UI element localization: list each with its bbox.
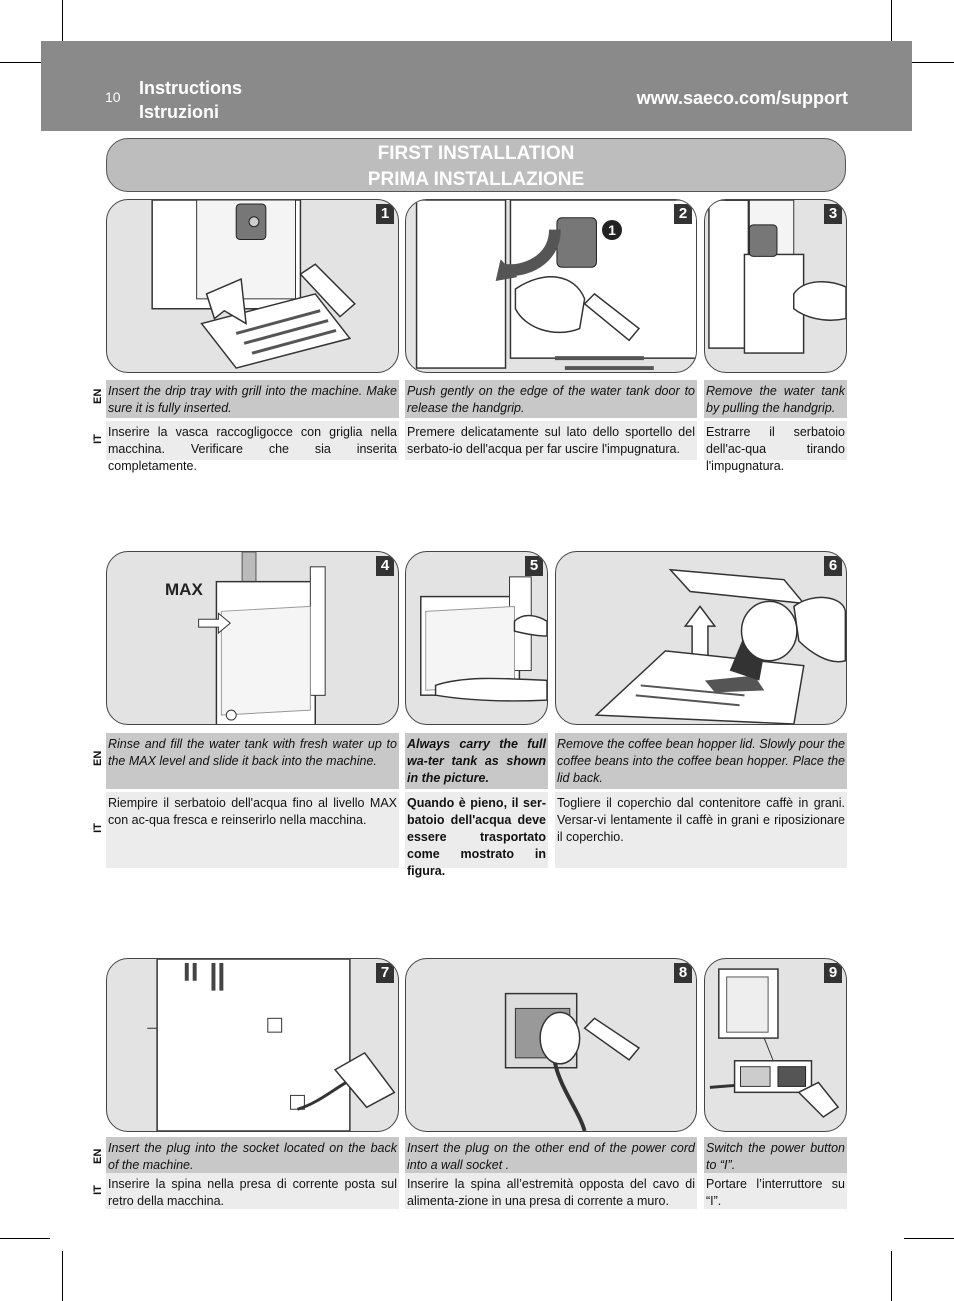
crop-mark (891, 1251, 892, 1301)
step-1-text-it: Inserire la vasca raccogligocce con grig… (106, 421, 399, 473)
step-7-text-en: Insert the plug into the socket located … (106, 1137, 399, 1173)
banner-title-it: PRIMA INSTALLAZIONE (367, 169, 585, 190)
step-number: 2 (674, 204, 692, 224)
crop-mark (62, 0, 63, 50)
step-6-text-it: Togliere il coperchio dal contenitore ca… (555, 792, 847, 868)
step-5-illustration: 5 (405, 551, 548, 725)
crop-mark (62, 1251, 63, 1301)
step-3-illustration: 3 (704, 199, 847, 373)
callout-badge: 1 (602, 220, 622, 240)
step-number: 5 (525, 556, 543, 576)
step-3-text-it: Estrarre il serbatoio dell'ac-qua tirand… (704, 421, 847, 473)
lang-label-en: EN (92, 1148, 104, 1164)
max-label: MAX (165, 580, 203, 599)
crop-mark (0, 62, 50, 63)
step-1-text-en: Insert the drip tray with grill into the… (106, 380, 399, 418)
header-title-en: Instructions (139, 78, 243, 98)
step-8-illustration: 8 (405, 958, 697, 1132)
step-6-text-en: Remove the coffee bean hopper lid. Slowl… (555, 733, 847, 789)
coffee-beans-illustration (594, 568, 846, 724)
support-url[interactable]: www.saeco.com/support (636, 88, 848, 108)
step-7-text-it: Inserire la spina nella presa di corrent… (106, 1173, 399, 1209)
step-5-text-en: Always carry the full wa-ter tank as sho… (405, 733, 548, 789)
lang-label-it: IT (92, 434, 104, 444)
lang-label-en: EN (92, 750, 104, 766)
step-3-text-en: Remove the water tank by pulling the han… (704, 380, 847, 418)
lang-label-en: EN (92, 388, 104, 404)
step-number: 3 (824, 204, 842, 224)
step-number: 4 (376, 556, 394, 576)
page-header: 10 Instructions Istruzioni www.saeco.com… (41, 41, 912, 131)
lang-label-it: IT (92, 1185, 104, 1195)
step-5-text-it: Quando è pieno, il ser-batoio dell'acqua… (405, 792, 548, 878)
banner-title-en: FIRST INSTALLATION (377, 143, 575, 164)
step-9-text-it: Portare l’interruttore su “I”. (704, 1173, 847, 1209)
step-9-text-en: Switch the power button to “I”. (704, 1137, 847, 1173)
step-number: 8 (674, 963, 692, 983)
crop-mark (904, 1238, 954, 1239)
crop-mark (904, 62, 954, 63)
step-6-illustration: 6 (555, 551, 847, 725)
step-4-illustration: MAX 4 (106, 551, 399, 725)
step-8-text-it: Inserire la spina all’estremità opposta … (405, 1173, 697, 1209)
crop-mark (0, 1238, 50, 1239)
step-4-text-en: Rinse and fill the water tank with fresh… (106, 733, 399, 789)
wall-socket-illustration (504, 992, 641, 1131)
step-2-text-it: Premere delicatamente sul lato dello spo… (405, 421, 697, 460)
drip-tray-illustration (151, 200, 356, 369)
step-7-illustration: 7 (106, 958, 399, 1132)
plug-machine-illustration (147, 959, 396, 1131)
step-4-text-it: Riempire il serbatoio dell'acqua fino al… (106, 792, 399, 868)
step-8-text-en: Insert the plug on the other end of the … (405, 1137, 697, 1173)
step-2-illustration: 1 2 (405, 199, 697, 373)
tank-door-illustration (415, 200, 696, 371)
header-title-it: Istruzioni (139, 102, 219, 122)
remove-tank-illustration (708, 200, 846, 354)
carry-tank-illustration (420, 576, 547, 702)
water-tank-illustration (198, 552, 326, 724)
power-switch-illustration (709, 968, 840, 1118)
lang-label-it: IT (92, 823, 104, 833)
step-number: 7 (376, 963, 394, 983)
section-banner: FIRST INSTALLATION PRIMA INSTALLAZIONE (106, 138, 846, 192)
step-1-illustration: 1 (106, 199, 399, 373)
step-number: 1 (376, 204, 394, 224)
step-9-illustration: 9 (704, 958, 847, 1132)
step-2-text-en: Push gently on the edge of the water tan… (405, 380, 697, 418)
crop-mark (891, 0, 892, 50)
step-number: 6 (824, 556, 842, 576)
step-number: 9 (824, 963, 842, 983)
page-number: 10 (105, 89, 121, 105)
